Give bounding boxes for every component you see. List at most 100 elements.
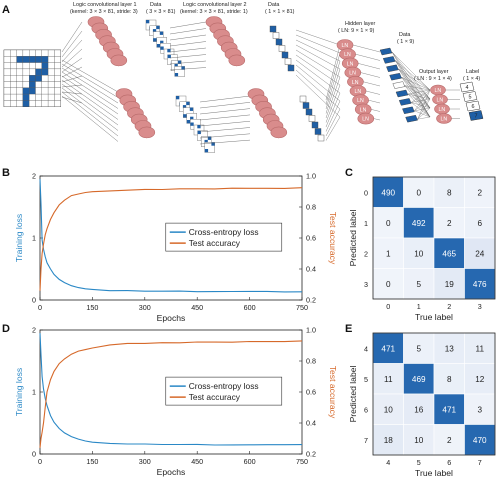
legend-entry: Test accuracy [189, 392, 241, 402]
data2-block [308, 115, 316, 122]
x-category-label: 2 [447, 302, 451, 311]
lck-label: LCK [230, 66, 241, 72]
data-block-frame [204, 142, 216, 153]
connection-line [169, 54, 207, 59]
connection-line [295, 39, 341, 62]
y-category-label: 6 [364, 405, 368, 414]
label-dims: ( 1 × 4) [463, 76, 480, 82]
layer1-title: Logic convolutional layer 1 [73, 2, 137, 8]
y2-axis-label: Test accuracy [328, 366, 338, 419]
matrix-cell [372, 268, 404, 300]
data-block-cell [156, 44, 161, 48]
data-block-cell [177, 60, 182, 64]
connection-line [61, 84, 83, 88]
label-value: 7 [475, 114, 478, 120]
connection-line [169, 41, 207, 47]
ln-label: LN [344, 52, 351, 58]
matrix-value: 24 [475, 249, 485, 258]
connection-line [61, 75, 83, 83]
matrix-value: 476 [473, 280, 487, 289]
series-line [39, 187, 303, 291]
input-pixel [29, 62, 36, 70]
input-pixel [16, 87, 24, 95]
matrix-cell [433, 237, 465, 269]
input-pixel [22, 81, 30, 88]
x-tick-label: 750 [296, 303, 308, 312]
data2-dims: ( 1 × 1 × 81) [265, 9, 295, 15]
y-tick-label: 2 [32, 172, 36, 181]
y2-tick-label: 0.8 [306, 357, 316, 366]
input-pixel [29, 49, 36, 57]
connection-line [404, 85, 431, 91]
connection-line [355, 54, 381, 61]
input-pixel [35, 68, 42, 76]
data-block-cell [146, 20, 150, 24]
x-tick-label: 300 [139, 457, 151, 466]
matrix-value: 2 [447, 436, 452, 445]
y2-tick-label: 0.2 [306, 296, 316, 305]
input-pixel [22, 100, 30, 107]
connection-line [295, 29, 341, 46]
connection-line [417, 107, 431, 120]
input-pixel [29, 81, 36, 88]
lck-label: LCK [140, 138, 151, 144]
connection-line [401, 77, 431, 118]
input-pixel [47, 62, 55, 70]
connection-line [295, 54, 341, 86]
connection-line [199, 102, 251, 109]
connection-line [61, 95, 119, 142]
connection-line [61, 57, 83, 73]
y-category-label: 2 [364, 249, 368, 258]
connection-line [61, 66, 83, 78]
panel-label-c: C [345, 167, 353, 179]
hidden-title: Hidden layer [345, 21, 375, 27]
input-pixel [35, 62, 42, 70]
input-pixel [16, 81, 24, 88]
matrix-value: 471 [381, 344, 395, 353]
connection-line [295, 59, 341, 94]
matrix-value: 8 [447, 188, 452, 197]
x-category-label: 6 [447, 458, 451, 467]
input-pixel [22, 49, 30, 57]
output-ln-label: LN [437, 98, 444, 104]
data3-title: Data [399, 32, 410, 38]
data-block-cell [207, 136, 212, 140]
matrix-cell [464, 268, 496, 300]
connection-line [417, 89, 431, 120]
lck-disc [138, 126, 156, 139]
x-category-label: 4 [386, 458, 390, 467]
connection-line [295, 34, 341, 54]
connection-line [61, 87, 119, 131]
series-line [39, 333, 303, 446]
input-pixel [29, 56, 36, 63]
data-block-cell [211, 142, 215, 146]
data2-title: Data [268, 2, 279, 8]
label-title: Label [466, 69, 479, 75]
input-pixel [41, 100, 49, 107]
ln-label: LN [357, 98, 364, 104]
connection-line [295, 69, 341, 110]
connection-line [295, 64, 341, 102]
y-axis-label: Predicted label [348, 365, 358, 422]
data-block-cell [189, 107, 194, 111]
connection-line [325, 84, 341, 123]
connection-line [395, 60, 431, 100]
connection-line [295, 44, 341, 70]
input-pixel [41, 75, 49, 82]
connection-line [368, 100, 381, 104]
x-category-label: 1 [417, 302, 421, 311]
connection-line [358, 63, 381, 70]
input-pixel [3, 49, 11, 57]
x-axis-label: Epochs [157, 313, 186, 323]
matrix-value: 16 [414, 405, 424, 414]
connection-line [398, 68, 431, 100]
data2-block [287, 64, 295, 72]
y2-axis-label: Test accuracy [328, 212, 338, 265]
network-diagram: LCKLCKLCKLCKLNLNLNLNLNLNLNLNLNLNLNLNLN45… [3, 16, 484, 153]
connection-line [199, 108, 251, 115]
panel-label-a: A [2, 4, 10, 16]
data2-block [284, 58, 292, 65]
